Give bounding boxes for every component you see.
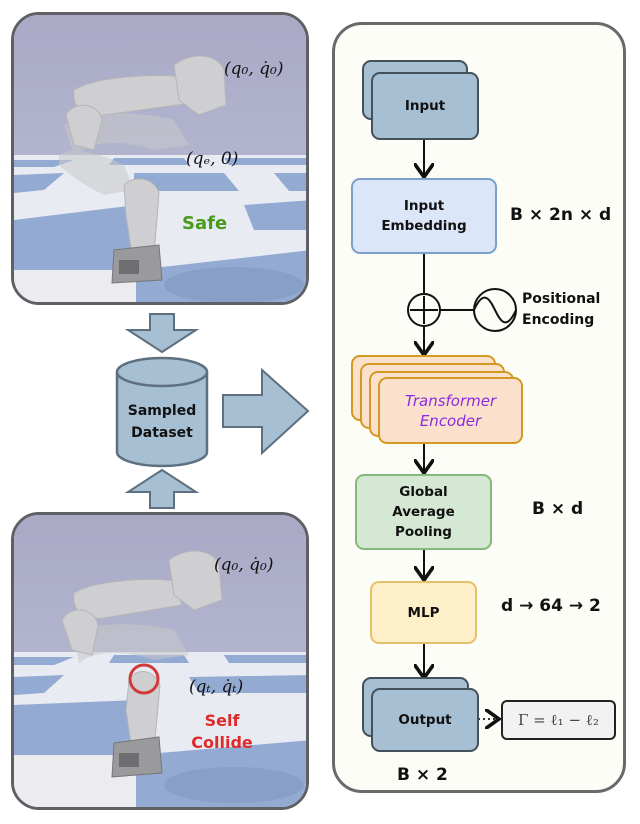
pooling-shape-label: B × d — [532, 499, 584, 519]
collision-state-label: (qₜ, q̇ₜ) — [189, 677, 244, 697]
dataset-label: Sampled Dataset — [117, 400, 207, 444]
embedding-label-line1: Input — [403, 198, 445, 214]
database-icon — [115, 356, 209, 468]
output-block: Output — [371, 688, 479, 752]
start-state-label: (q₀, q̇₀) — [224, 59, 284, 79]
positional-label-line1: Positional — [522, 291, 601, 307]
output-label: Output — [398, 712, 452, 728]
positional-encoding-icon — [473, 288, 517, 332]
output-shape-label: B × 2 — [397, 765, 448, 785]
transformer-label-line1: Transformer — [404, 391, 497, 410]
embedding-shape-label: B × 2n × d — [510, 205, 612, 225]
mlp-shape-label: d → 64 → 2 — [501, 596, 601, 616]
input-embedding-block: Input Embedding — [351, 178, 497, 254]
status-collide-line2: Collide — [191, 733, 253, 752]
arrow-up-icon — [124, 468, 200, 509]
global-average-pooling-block: Global Average Pooling — [355, 474, 492, 550]
positional-encoding-label: Positional Encoding — [522, 289, 600, 331]
status-collide-label: Self Collide — [182, 710, 262, 754]
embedding-label-line2: Embedding — [381, 218, 467, 234]
positional-label-line2: Encoding — [522, 312, 595, 328]
scene-collide-render — [14, 515, 306, 807]
input-block: Input — [371, 72, 479, 140]
gamma-formula-box: Γ = ℓ₁ − ℓ₂ — [501, 700, 616, 740]
transformer-label-line2: Encoder — [419, 411, 482, 430]
pooling-label-line2: Average — [392, 504, 455, 520]
collision-marker-icon — [128, 663, 160, 695]
start-state-label: (q₀, q̇₀) — [214, 555, 274, 575]
mlp-label: MLP — [407, 604, 440, 621]
scene-safe-render — [14, 15, 306, 302]
scene-safe-panel: (q₀, q̇₀) (qₑ, 0) Safe — [11, 12, 309, 305]
status-collide-line1: Self — [204, 711, 240, 730]
pooling-label-line1: Global — [399, 484, 448, 500]
mlp-block: MLP — [370, 581, 477, 644]
status-safe-label: Safe — [182, 213, 228, 234]
dataset-flow-graphic — [115, 313, 310, 509]
add-icon — [407, 293, 441, 327]
input-label: Input — [404, 98, 446, 114]
arrow-right-icon — [222, 367, 310, 456]
arrow-down-icon — [124, 313, 200, 354]
dataset-label-line2: Dataset — [131, 425, 193, 441]
end-state-label: (qₑ, 0) — [186, 149, 239, 169]
scene-collide-panel: (q₀, q̇₀) (qₜ, q̇ₜ) Self Collide — [11, 512, 309, 810]
dataset-label-line1: Sampled — [127, 403, 197, 419]
transformer-encoder-block: Transformer Encoder — [378, 377, 523, 444]
pooling-label-line3: Pooling — [395, 524, 452, 540]
gamma-formula: Γ = ℓ₁ − ℓ₂ — [517, 710, 599, 729]
